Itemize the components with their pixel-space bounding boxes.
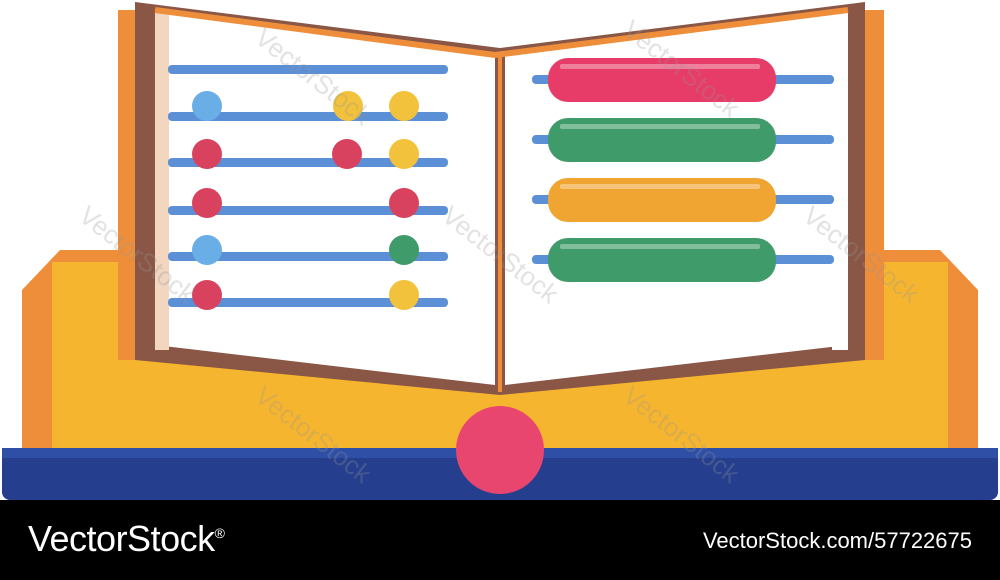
bead-row [548, 58, 776, 102]
bookmark-tab [456, 406, 544, 494]
bead [192, 280, 222, 310]
bead [389, 91, 419, 121]
bead [192, 139, 222, 169]
brand-name: VectorStock [28, 518, 215, 559]
bead-row [548, 178, 776, 222]
footer-bar: VectorStock® VectorStock.com/57722675 [0, 500, 1000, 580]
book-abacus-illustration [2, 2, 998, 500]
bead [389, 139, 419, 169]
registered-mark: ® [214, 525, 225, 541]
bead [332, 139, 362, 169]
bead-row [548, 238, 776, 282]
bead [192, 188, 222, 218]
bead [389, 188, 419, 218]
bead [192, 235, 222, 265]
left-abacus [168, 65, 448, 310]
right-abacus [532, 58, 834, 282]
bead [389, 235, 419, 265]
image-credit: VectorStock.com/57722675 [702, 528, 972, 553]
brand-logo: VectorStock® [28, 518, 225, 560]
bead [389, 280, 419, 310]
bead [192, 91, 222, 121]
bead-row [548, 118, 776, 162]
bead [333, 91, 363, 121]
